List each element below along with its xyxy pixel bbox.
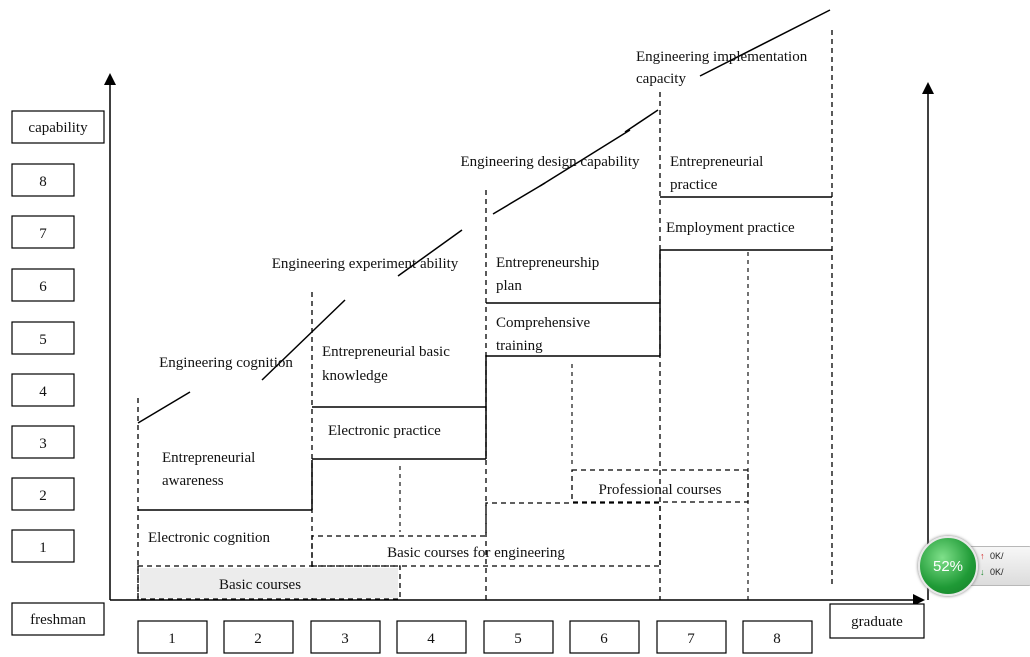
capability-level-4: 4 — [11, 373, 75, 407]
term-label: 3 — [341, 631, 349, 647]
engineering-implementation-label-line2: capacity — [636, 71, 686, 87]
capability-level-label: 3 — [39, 436, 47, 452]
capability-level-6: 6 — [11, 268, 75, 302]
graduate-box: graduate — [829, 603, 925, 639]
entrepreneurial-basic-knowledge-label: Entrepreneurial basic — [322, 344, 450, 360]
entrepreneurship-plan-label-line2: plan — [496, 278, 522, 294]
comprehensive-training-label-line2: training — [496, 338, 543, 354]
capability-level-label: 7 — [39, 226, 47, 242]
term-label: 4 — [427, 631, 435, 647]
professional-courses-block: Professional courses — [571, 469, 749, 503]
capability-level-3: 3 — [11, 425, 75, 459]
capability-level-2: 2 — [11, 477, 75, 511]
electronic-practice-label: Electronic practice — [328, 423, 441, 439]
engineering-cognition-label: Engineering cognition — [159, 355, 293, 371]
term-6: 6 — [569, 620, 640, 654]
capability-level-5: 5 — [11, 321, 75, 355]
entrepreneurial-awareness-label-line2: awareness — [162, 473, 224, 489]
capability-level-7: 7 — [11, 215, 75, 249]
engineering-experiment-label: Engineering experiment ability — [272, 256, 459, 272]
term-7: 7 — [656, 620, 727, 654]
engineering-design-label: Engineering design capability — [460, 154, 640, 170]
capability-level-label: 5 — [39, 332, 47, 348]
term-label: 7 — [687, 631, 695, 647]
network-speed-widget[interactable]: ↑ 0K/ ↓ 0K/ 52% — [918, 536, 1030, 596]
basic-courses-label: Basic courses — [219, 577, 301, 593]
basic-engineering-block: Basic courses for engineering — [311, 502, 661, 567]
term-2: 2 — [223, 620, 294, 654]
network-usage-circle[interactable]: 52% — [918, 536, 978, 596]
term-label: 1 — [168, 631, 176, 647]
basic-courses-block: Basic courses — [137, 565, 401, 600]
capability-title-box: capability — [11, 110, 105, 144]
entrepreneurship-plan-label: Entrepreneurship — [496, 255, 599, 271]
capability-level-label: 4 — [39, 384, 47, 400]
download-speed-value: 0K/ — [990, 567, 1004, 577]
step-structure — [138, 196, 832, 511]
capability-level-label: 8 — [39, 174, 47, 190]
freshman-label: freshman — [30, 612, 86, 628]
term-label: 2 — [254, 631, 262, 647]
term-3: 3 — [310, 620, 381, 654]
upload-speed-value: 0K/ — [990, 551, 1004, 561]
term-label: 8 — [773, 631, 781, 647]
entrepreneurial-practice-label: Entrepreneurial — [670, 154, 763, 170]
term-label: 5 — [514, 631, 522, 647]
comprehensive-training-label: Comprehensive — [496, 315, 590, 331]
entrepreneurial-basic-knowledge-label-line2: knowledge — [322, 368, 388, 384]
capability-level-label: 1 — [39, 540, 47, 556]
download-arrow-icon: ↓ — [980, 567, 985, 577]
term-5: 5 — [483, 620, 554, 654]
term-4: 4 — [396, 620, 467, 654]
stage-separators — [137, 30, 833, 600]
capability-level-1: 1 — [11, 529, 75, 563]
network-usage-percent: 52% — [932, 557, 964, 575]
download-speed-row: ↓ 0K/ — [980, 567, 1004, 577]
engineering-implementation-label: Engineering implementation — [636, 49, 808, 65]
professional-courses-label: Professional courses — [599, 482, 722, 498]
electronic-cognition-label: Electronic cognition — [148, 530, 271, 546]
entrepreneurial-practice-label-line2: practice — [670, 177, 718, 193]
upload-arrow-icon: ↑ — [980, 551, 985, 561]
capability-title: capability — [28, 120, 88, 136]
upload-speed-row: ↑ 0K/ — [980, 551, 1004, 561]
employment-practice-label: Employment practice — [666, 220, 795, 236]
graduate-label: graduate — [851, 614, 903, 630]
capability-level-label: 2 — [39, 488, 47, 504]
basic-engineering-label: Basic courses for engineering — [387, 545, 565, 561]
freshman-box: freshman — [11, 602, 105, 636]
capability-growth-line — [137, 9, 831, 424]
capability-level-label: 6 — [39, 279, 47, 295]
term-label: 6 — [600, 631, 608, 647]
term-8: 8 — [742, 620, 813, 654]
entrepreneurial-awareness-label: Entrepreneurial — [162, 450, 255, 466]
capability-level-8: 8 — [11, 163, 75, 197]
term-1: 1 — [137, 620, 208, 654]
